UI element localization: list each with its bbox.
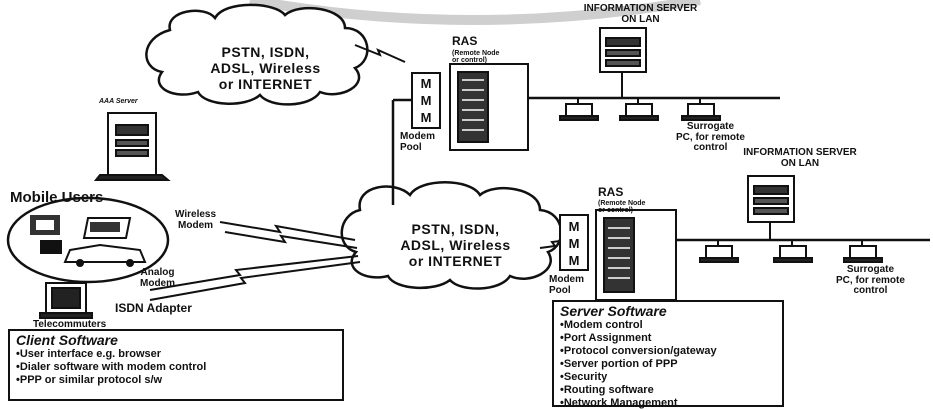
info-server-top-line-2: ON LAN [568,15,713,26]
surrogate-bottom-line-3: control [836,286,905,297]
modem-pool-top-label: Modem Pool [400,132,435,153]
ras-top-box [450,64,528,150]
ras-bottom-sub-line-1: (Remote Node [598,200,645,207]
client-software-item: •PPP or similar protocol s/w [16,374,336,387]
cloud-center-label: PSTN, ISDN, ADSL, Wireless or INTERNET [368,221,543,269]
phone-icon [40,240,62,254]
client-software-title: Client Software [16,334,336,347]
modem-pool-bottom-line-1: Modem [549,275,584,286]
info-server-bottom-label: INFORMATION SERVER ON LAN [700,148,900,169]
modem-pool-bottom-letters: M M M [566,218,582,269]
link-mobile-wireless-2 [225,232,357,248]
modem-letter-top-1: M [418,75,434,92]
ras-bottom-box [596,210,676,300]
server-software-item: •Modem control [560,319,776,332]
cloud-top-line-1: PSTN, ISDN, [178,44,353,60]
modem-letter-top-3: M [418,109,434,126]
info-server-top-label: INFORMATION SERVER ON LAN [568,4,713,25]
info-server-bottom-tower [748,176,794,222]
info-server-bottom-line-2: ON LAN [700,159,900,170]
modem-letter-bottom-2: M [566,235,582,252]
aaa-server-tower [96,113,168,180]
server-software-item: •Network Management [560,397,776,410]
wireless-modem-label: Wireless Modem [175,210,216,231]
modem-pool-top-line-2: Pool [400,143,435,154]
info-server-top-tower [600,28,646,72]
server-software-item: •Security [560,371,776,384]
cloud-top-line-3: or INTERNET [178,76,353,92]
mobile-users-label: Mobile Users [10,190,103,206]
cloud-center-line-3: or INTERNET [368,253,543,269]
modem-letter-bottom-3: M [566,252,582,269]
ras-bottom-label: RAS [598,186,623,199]
isdn-adapter-label: ISDN Adapter [115,302,192,315]
wireless-modem-line-2: Modem [175,221,216,232]
surrogate-bottom-line-1: Surrogate [836,265,905,276]
modem-pool-top-line-1: Modem [400,132,435,143]
ras-top-sub-line-2: or control) [452,57,499,64]
client-software-item: •Dialer software with modem control [16,361,336,374]
analog-modem-label: Analog Modem [140,268,175,289]
modem-letter-bottom-1: M [566,218,582,235]
cloud-top-label: PSTN, ISDN, ADSL, Wireless or INTERNET [178,44,353,92]
lan-bottom-pcs [700,240,882,262]
ras-bottom-sublabel: (Remote Node or control) [598,200,645,215]
aaa-server-label: AAA Server [99,98,138,105]
cloud-center-line-1: PSTN, ISDN, [368,221,543,237]
info-server-bottom-line-1: INFORMATION SERVER [700,148,900,159]
modem-pool-bottom-label: Modem Pool [549,275,584,296]
analog-modem-line-2: Modem [140,279,175,290]
modem-pool-bottom-line-2: Pool [549,286,584,297]
telecommuter-pc-icon [40,283,92,318]
modem-pool-top-letters: M M M [418,75,434,126]
ras-top-label: RAS [452,35,477,48]
server-software-title: Server Software [560,305,776,318]
info-server-top-line-1: INFORMATION SERVER [568,4,713,15]
cloud-center-line-2: ADSL, Wireless [368,237,543,253]
server-software-item: •Port Assignment [560,332,776,345]
server-software-box: Server Software •Modem control •Port Ass… [552,300,784,407]
ras-top-sub-line-1: (Remote Node [452,50,499,57]
lan-top-pcs [560,98,720,120]
client-software-box: Client Software •User interface e.g. bro… [8,329,344,401]
server-software-item: •Routing software [560,384,776,397]
ras-top-sublabel: (Remote Node or control) [452,50,499,65]
surrogate-top-line-1: Surrogate [676,122,745,133]
link-analog-modem [150,256,358,290]
ras-bottom-sub-line-2: or control) [598,207,645,214]
analog-modem-line-1: Analog [140,268,175,279]
server-software-item: •Server portion of PPP [560,358,776,371]
server-software-item: •Protocol conversion/gateway [560,345,776,358]
wireless-modem-line-1: Wireless [175,210,216,221]
surrogate-bottom-label: Surrogate PC, for remote control [836,265,905,297]
client-software-item: •User interface e.g. browser [16,348,336,361]
modem-letter-top-2: M [418,92,434,109]
cloud-top-line-2: ADSL, Wireless [178,60,353,76]
